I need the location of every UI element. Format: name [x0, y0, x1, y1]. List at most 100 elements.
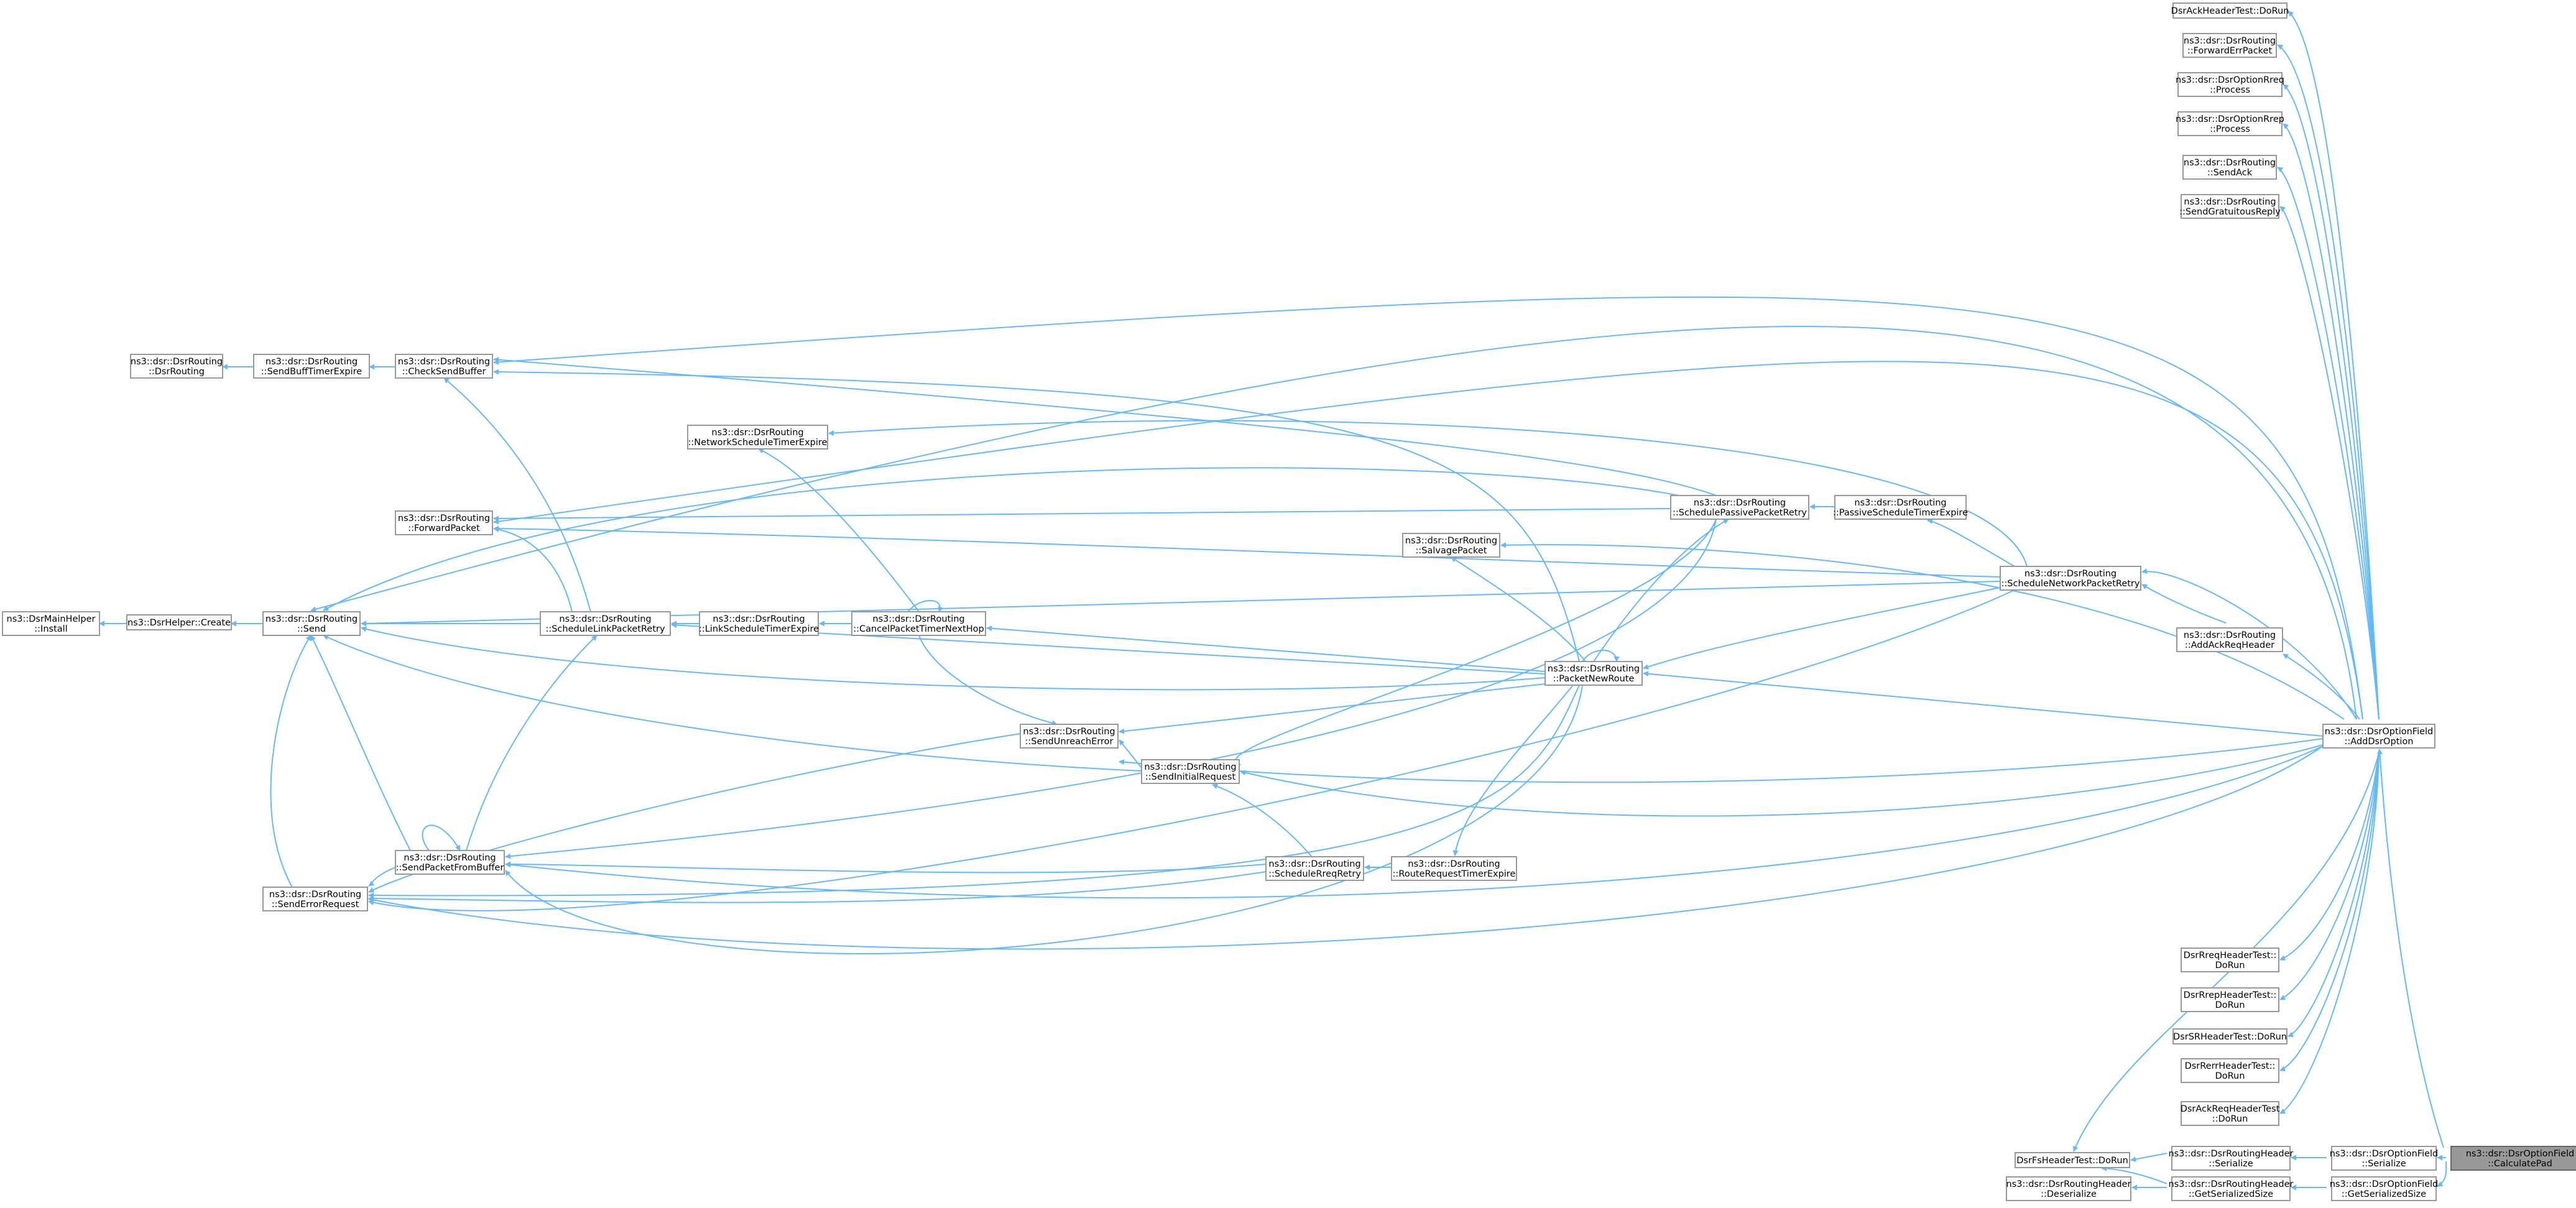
node-label: ns3::dsr::DsrRouting	[1144, 762, 1236, 772]
node-label: ns3::dsr::DsrRoutingHeader	[2168, 1179, 2293, 1189]
node-rert[interactable]: DsrRerrHeaderTest::DoRun	[2181, 1058, 2279, 1083]
node-salv[interactable]: ns3::dsr::DsrRouting::SalvagePacket	[1402, 533, 1500, 558]
node-label: ::ForwardPacket	[408, 523, 480, 533]
node-sbte[interactable]: ns3::dsr::DsrRouting::SendBuffTimerExpir…	[253, 354, 370, 379]
node-slpr[interactable]: ns3::dsr::DsrRouting::ScheduleLinkPacket…	[540, 611, 671, 636]
node-srr[interactable]: ns3::dsr::DsrRouting::ScheduleRreqRetry	[1265, 856, 1364, 881]
node-label: ::RouteRequestTimerExpire	[1393, 869, 1516, 879]
node-lste[interactable]: ns3::dsr::DsrRouting::LinkScheduleTimerE…	[699, 611, 819, 636]
node-sppr[interactable]: ns3::dsr::DsrRouting::SchedulePassivePac…	[1670, 495, 1809, 520]
node-box	[1402, 533, 1500, 558]
node-add[interactable]: ns3::dsr::DsrOptionField::AddDsrOption	[2322, 724, 2435, 749]
edge-add-spfb	[505, 745, 2324, 899]
node-fp[interactable]: ns3::dsr::DsrRouting::ForwardPacket	[395, 510, 493, 535]
node-box	[2172, 2, 2287, 19]
edge-add-sue	[1119, 738, 2324, 783]
node-create[interactable]: ns3::DsrHelper::Create	[126, 614, 232, 630]
edge-sppr-sir	[1234, 519, 1717, 766]
node-box	[2000, 566, 2141, 591]
node-fs[interactable]: DsrFsHeaderTest::DoRun	[2015, 1152, 2130, 1168]
node-label: ns3::dsr::DsrRouting	[1405, 536, 1497, 546]
node-fwderr[interactable]: ns3::dsr::DsrRouting::ForwardErrPacket	[2182, 33, 2277, 58]
node-label: ns3::dsr::DsrRouting	[1854, 498, 1946, 508]
node-label: DoRun	[2215, 961, 2245, 971]
node-rreqp[interactable]: ns3::dsr::DsrOptionRreq::Process	[2176, 72, 2284, 97]
node-box	[2181, 1101, 2279, 1126]
node-rrept[interactable]: DsrRrepHeaderTest::DoRun	[2181, 987, 2279, 1012]
node-aar[interactable]: ns3::dsr::DsrRouting::AddAckReqHeader	[2176, 627, 2283, 652]
node-label: ns3::dsr::DsrRouting	[398, 514, 490, 523]
edge-add-ser2	[368, 745, 2324, 950]
node-label: ::CheckSendBuffer	[402, 367, 486, 377]
node-label: ::Process	[2210, 85, 2250, 95]
node-label: ns3::dsr::DsrRouting	[2184, 36, 2276, 46]
node-label: ns3::dsr::DsrRouting	[2184, 197, 2276, 207]
edge-calcpad-adddsroption	[2377, 749, 2444, 1148]
node-label: DsrRerrHeaderTest::	[2185, 1061, 2276, 1071]
node-label: ns3::dsr::DsrRouting	[1548, 664, 1640, 674]
node-box	[851, 611, 986, 636]
node-box	[2176, 627, 2283, 652]
node-label: ns3::dsr::DsrRouting	[2024, 569, 2117, 579]
node-ser2[interactable]: ns3::dsr::DsrRouting::SendErrorRequest	[262, 887, 368, 911]
node-dsrr[interactable]: ns3::dsr::DsrRouting::DsrRouting	[130, 354, 223, 379]
edge-snpr-spte	[1927, 518, 2015, 567]
node-gss[interactable]: ns3::dsr::DsrOptionField::GetSerializedS…	[2330, 1176, 2439, 1201]
node-rhdes[interactable]: ns3::dsr::DsrRoutingHeader::Deserialize	[2006, 1176, 2131, 1201]
node-rrepp[interactable]: ns3::dsr::DsrOptionRrep::Process	[2176, 111, 2284, 136]
node-install[interactable]: ns3::DsrMainHelper::Install	[2, 611, 100, 636]
node-rreqt[interactable]: DsrRreqHeaderTest::DoRun	[2181, 947, 2279, 972]
node-spte[interactable]: ns3::dsr::DsrRouting::PassiveScheduleTim…	[1833, 495, 1968, 520]
node-box	[253, 354, 370, 379]
edge-cptnh-self	[907, 600, 944, 612]
node-send[interactable]: ns3::dsr::DsrRouting::Send	[262, 611, 361, 636]
node-pnr[interactable]: ns3::dsr::DsrRouting::PacketNewRoute	[1544, 661, 1643, 686]
node-sir[interactable]: ns3::dsr::DsrRouting::SendInitialRequest	[1141, 759, 1240, 784]
node-rrte[interactable]: ns3::dsr::DsrRouting::RouteRequestTimerE…	[1391, 856, 1517, 881]
node-box	[262, 611, 361, 636]
node-label: ::Deserialize	[2041, 1189, 2097, 1199]
edge-add-rert	[2279, 752, 2380, 1072]
node-ack[interactable]: DsrAckHeaderTest::DoRun	[2171, 2, 2289, 19]
edge-add-salv	[1500, 542, 2345, 720]
edge-pnr-sppr	[1593, 519, 1729, 662]
node-label: ns3::dsr::DsrRoutingHeader	[2006, 1179, 2131, 1189]
node-cptnh[interactable]: ns3::dsr::DsrRouting::CancelPacketTimerN…	[851, 611, 986, 636]
edge-aar-snpr	[2141, 584, 2227, 624]
edge-pnr-rrte	[1452, 685, 1574, 856]
node-csb[interactable]: ns3::dsr::DsrRouting::CheckSendBuffer	[395, 354, 493, 379]
node-label: ::AddDsrOption	[2345, 737, 2414, 747]
node-sack[interactable]: ns3::dsr::DsrRouting::SendAck	[2182, 155, 2277, 180]
node-rhgss[interactable]: ns3::dsr::DsrRoutingHeader::GetSerialize…	[2168, 1176, 2294, 1201]
edge-add-sgr	[2279, 206, 2380, 720]
edge-add-fp	[493, 361, 2363, 720]
node-nste[interactable]: ns3::dsr::DsrRouting::NetworkScheduleTim…	[687, 425, 828, 450]
node-label: ns3::dsr::DsrRouting	[2184, 630, 2276, 640]
node-box	[130, 354, 223, 379]
node-label: ::NetworkScheduleTimerExpire	[688, 438, 828, 448]
node-snpr[interactable]: ns3::dsr::DsrRouting::ScheduleNetworkPac…	[2000, 566, 2141, 591]
node-root[interactable]: ns3::dsr::DsrOptionField::CalculatePad	[2450, 1146, 2576, 1171]
node-srt[interactable]: DsrSRHeaderTest::DoRun	[2172, 1028, 2287, 1044]
edge-spfb-send	[310, 635, 411, 851]
node-label: ::CalculatePad	[2488, 1159, 2552, 1169]
node-rhser[interactable]: ns3::dsr::DsrRoutingHeader::Serialize	[2168, 1146, 2294, 1171]
node-ser[interactable]: ns3::dsr::DsrOptionField::Serialize	[2330, 1146, 2439, 1171]
node-sgr[interactable]: ns3::dsr::DsrRouting::SendGratuitousRepl…	[2179, 194, 2281, 219]
edge-sir-sue	[1119, 739, 1142, 768]
node-ackrt[interactable]: DsrAckReqHeaderTest::DoRun	[2181, 1101, 2280, 1126]
edge-pnr-cptnh	[986, 625, 1546, 672]
edge-ser2-send	[270, 635, 312, 888]
edge-add-rreqt	[2279, 752, 2380, 961]
node-label: DsrAckReqHeaderTest	[2181, 1104, 2280, 1114]
node-label: ns3::dsr::DsrRoutingHeader	[2168, 1149, 2293, 1159]
node-spfb[interactable]: ns3::dsr::DsrRouting::SendPacketFromBuff…	[395, 850, 505, 875]
node-label: ns3::dsr::DsrRouting	[398, 357, 490, 367]
edge-sppr-fp	[493, 508, 1671, 522]
edge-add-rrepp	[2283, 123, 2380, 720]
edge-srr-ser2	[368, 871, 1267, 903]
node-sue[interactable]: ns3::dsr::DsrRouting::SendUnreachError	[1020, 724, 1119, 749]
call-edges	[99, 11, 2447, 1191]
edge-add-fwderr	[2277, 44, 2380, 720]
